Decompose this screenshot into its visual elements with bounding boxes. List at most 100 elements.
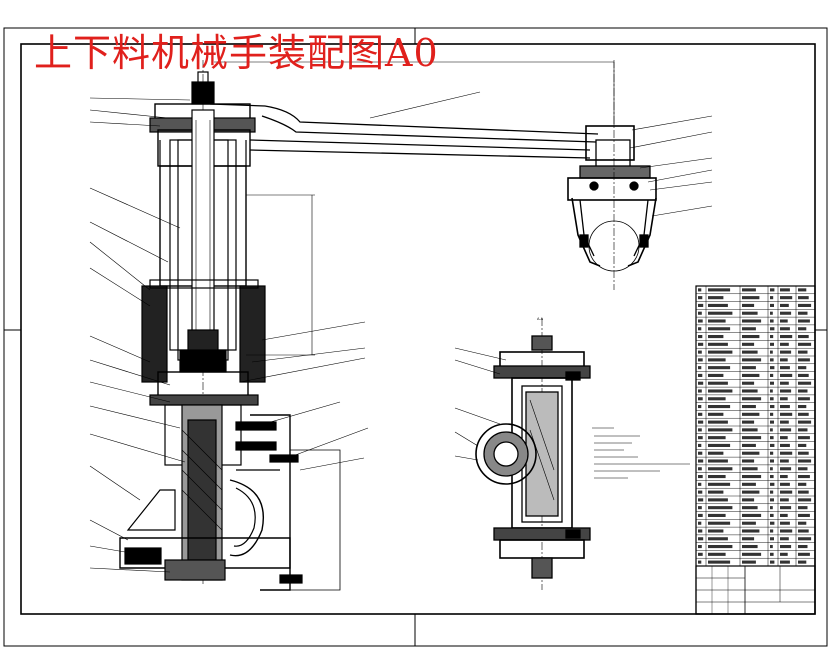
table-cell-mark — [708, 451, 724, 455]
table-cell-mark — [698, 545, 702, 549]
table-cell-mark — [698, 521, 702, 525]
table-cell-mark — [780, 521, 790, 525]
table-cell-mark — [708, 420, 728, 424]
table-cell-mark — [742, 389, 758, 393]
table-cell-mark — [798, 506, 808, 510]
table-cell-mark — [770, 420, 774, 424]
table-cell-mark — [742, 319, 762, 323]
table-cell-mark — [798, 475, 810, 479]
table-cell-mark — [770, 506, 773, 510]
section-a-a — [454, 318, 591, 590]
table-cell-mark — [798, 288, 807, 292]
table-cell-mark — [780, 327, 790, 331]
table-cell-mark — [742, 366, 756, 370]
table-cell-mark — [770, 358, 774, 362]
table-cell-mark — [798, 467, 808, 471]
table-cell-mark — [708, 342, 728, 346]
table-cell-mark — [742, 412, 760, 416]
table-cell-mark — [770, 311, 773, 315]
table-cell-mark — [742, 521, 756, 525]
table-cell-mark — [780, 373, 793, 377]
table-cell-mark — [698, 319, 703, 323]
table-cell-mark — [780, 311, 792, 315]
table-cell-mark — [708, 537, 728, 541]
table-cell-mark — [708, 405, 731, 409]
table-cell-mark — [708, 529, 724, 533]
leader-lines-right — [214, 61, 713, 471]
table-cell-mark — [780, 545, 792, 549]
table-cell-mark — [780, 319, 788, 323]
table-cell-mark — [798, 381, 812, 385]
table-cell-mark — [770, 350, 773, 354]
table-cell-mark — [770, 381, 774, 385]
table-cell-mark — [708, 498, 728, 502]
table-cell-mark — [698, 311, 702, 315]
table-cell-mark — [780, 436, 788, 440]
table-cell-mark — [798, 537, 812, 541]
table-cell-mark — [770, 303, 774, 307]
table-cell-mark — [742, 498, 755, 502]
table-cell-mark — [798, 451, 809, 455]
table-cell-mark — [798, 303, 812, 307]
table-cell-mark — [708, 350, 733, 354]
table-cell-mark — [698, 358, 703, 362]
table-cell-mark — [742, 428, 758, 432]
table-cell-mark — [780, 420, 789, 424]
table-cell-mark — [708, 288, 731, 292]
table-cell-mark — [698, 467, 702, 471]
table-cell-mark — [708, 311, 733, 315]
table-cell-mark — [698, 513, 703, 517]
table-cell-mark — [698, 366, 702, 370]
table-cell-mark — [698, 475, 703, 479]
table-cell-mark — [780, 397, 788, 401]
table-cell-mark — [780, 451, 793, 455]
table-cell-mark — [798, 319, 810, 323]
table-cell-mark — [770, 327, 775, 331]
table-cell-mark — [708, 366, 731, 370]
table-cell-mark — [770, 545, 773, 549]
table-cell-mark — [770, 366, 775, 370]
table-cell-mark — [698, 490, 703, 494]
table-cell-mark — [708, 335, 724, 339]
table-cell-mark — [708, 358, 726, 362]
table-cell-mark — [698, 451, 703, 455]
table-cell-mark — [798, 529, 809, 533]
table-cell-mark — [770, 498, 774, 502]
table-cell-mark — [780, 381, 789, 385]
table-cell-mark — [708, 327, 731, 331]
table-cell-mark — [780, 498, 789, 502]
table-cell-mark — [798, 459, 812, 463]
parts-list-table — [695, 285, 816, 615]
table-cell-mark — [770, 552, 774, 556]
table-cell-mark — [742, 529, 760, 533]
table-cell-mark — [798, 490, 809, 494]
table-cell-mark — [798, 482, 807, 486]
table-cell-mark — [798, 545, 808, 549]
table-cell-mark — [770, 443, 775, 447]
table-cell-mark — [780, 467, 792, 471]
table-cell-mark — [780, 366, 790, 370]
table-cell-mark — [780, 303, 789, 307]
table-cell-mark — [742, 537, 755, 541]
table-cell-mark — [798, 366, 807, 370]
table-cell-mark — [780, 459, 789, 463]
table-cell-mark — [780, 342, 789, 346]
table-cell-mark — [780, 412, 793, 416]
table-cell-mark — [770, 529, 774, 533]
table-cell-mark — [742, 296, 760, 300]
column-assembly — [119, 60, 341, 591]
leader-lines-left — [89, 97, 191, 573]
table-cell-mark — [742, 560, 756, 564]
table-cell-mark — [742, 373, 760, 377]
table-cell-mark — [698, 405, 702, 409]
table-cell-mark — [780, 443, 790, 447]
table-cell-mark — [798, 498, 812, 502]
table-cell-mark — [742, 451, 760, 455]
table-cell-mark — [770, 288, 775, 292]
table-cell-mark — [780, 490, 793, 494]
table-cell-mark — [698, 335, 703, 339]
table-cell-mark — [698, 412, 703, 416]
table-cell-mark — [698, 397, 703, 401]
table-cell-mark — [780, 513, 788, 517]
table-cell-mark — [770, 459, 774, 463]
